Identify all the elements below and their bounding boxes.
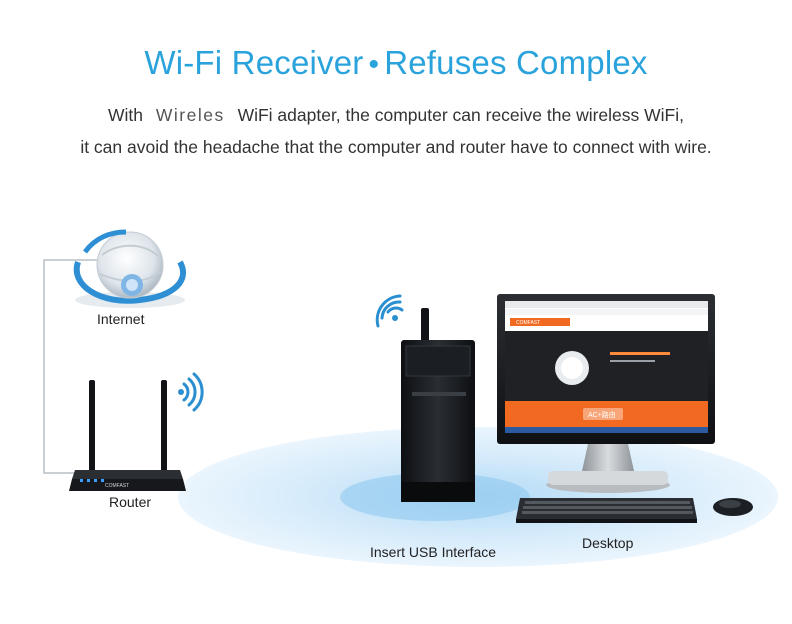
screen-brand: COMFAST xyxy=(516,320,540,326)
router-device: COMFAST xyxy=(69,380,186,491)
mouse xyxy=(713,498,753,516)
tower-wifi-icon xyxy=(375,294,404,328)
globe-icon xyxy=(73,229,187,308)
router-wifi-icon xyxy=(178,372,204,412)
usb-label: Insert USB Interface xyxy=(370,544,497,560)
page-title: Wi-Fi Receiver•Refuses Complex xyxy=(0,44,792,82)
pc-tower xyxy=(401,308,475,502)
description-line-2: it can avoid the headache that the compu… xyxy=(80,137,712,157)
screen-banner: AC+路由 xyxy=(588,410,616,419)
title-separator: • xyxy=(368,48,380,81)
title-left: Wi-Fi Receiver xyxy=(144,44,364,81)
router-brand: COMFAST xyxy=(105,483,129,489)
internet-label: Internet xyxy=(97,311,145,327)
monitor: COMFAST AC+路由 xyxy=(497,294,715,493)
connection-line xyxy=(43,259,100,474)
router-label: Router xyxy=(109,494,152,510)
desktop-label: Desktop xyxy=(582,535,634,551)
description-line-1: With Wireles WiFi adapter, the computer … xyxy=(0,105,792,126)
desc-mid: Wireles xyxy=(155,105,225,125)
keyboard xyxy=(516,498,697,523)
desc-end: WiFi adapter, the computer can receive t… xyxy=(237,105,684,125)
desc-start: With xyxy=(107,105,143,125)
title-right: Refuses Complex xyxy=(384,44,648,81)
